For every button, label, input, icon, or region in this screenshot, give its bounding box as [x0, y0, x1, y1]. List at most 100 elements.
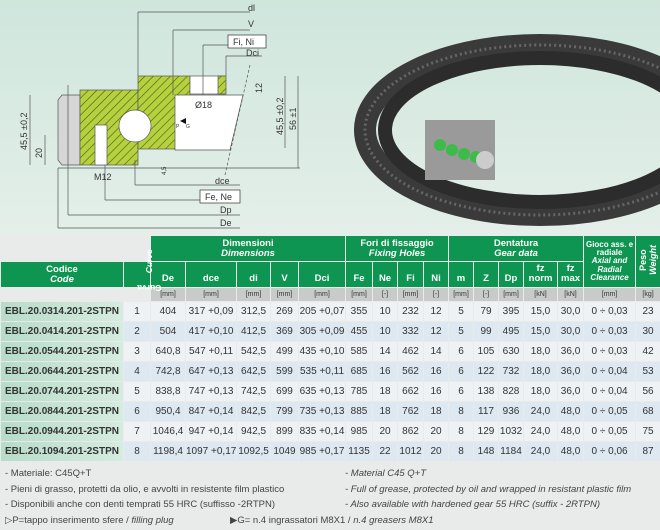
note-en: - Full of grease, protected by oil and w… [345, 483, 632, 495]
column-header: m [449, 262, 474, 287]
unit-cell: [mm] [186, 288, 236, 301]
value-cell: 404 [151, 302, 185, 321]
note-it: - Materiale: C45Q+T [5, 468, 92, 479]
column-header: V [271, 262, 298, 287]
value-cell: 20 [424, 442, 449, 461]
value-cell: 1032 [499, 422, 524, 441]
column-header: Ne [373, 262, 398, 287]
value-cell: 0 ÷ 0,06 [584, 442, 636, 461]
value-cell: 642,5 [237, 362, 270, 381]
value-cell: 504 [151, 322, 185, 341]
unit-cell: [kg] [636, 288, 660, 301]
unit-cell: [kN] [558, 288, 584, 301]
column-header: Z [474, 262, 499, 287]
value-cell: 18 [424, 402, 449, 421]
value-cell: 950,4 [151, 402, 185, 421]
value-cell: 455 [346, 322, 373, 341]
column-header: Fi [398, 262, 424, 287]
column-header: fz max [558, 262, 584, 287]
value-cell: 985 +0,17 [299, 442, 346, 461]
value-cell: 435 +0,10 [299, 342, 346, 361]
slewing-ring-photo [354, 34, 660, 226]
column-header: Dci [299, 262, 346, 287]
value-cell: 129 [474, 422, 499, 441]
weight-label-en: Weight [648, 245, 659, 275]
value-cell: 16 [424, 362, 449, 381]
unit-cell: [-] [424, 288, 449, 301]
value-cell: 535 +0,11 [299, 362, 346, 381]
column-header: Dp [499, 262, 524, 287]
unit-cell: [mm] [151, 288, 185, 301]
value-cell: 985 [346, 422, 373, 441]
value-cell: 785 [346, 382, 373, 401]
value-cell: 14 [373, 342, 398, 361]
value-cell: 138 [474, 382, 499, 401]
value-cell: 18,0 [524, 382, 558, 401]
value-cell: 30,0 [558, 302, 584, 321]
value-cell: 1 [124, 302, 150, 321]
label-fe-ne: Fe, Ne [205, 192, 232, 202]
label-dl: dl [248, 3, 255, 13]
value-cell: 205 +0,07 [299, 302, 346, 321]
value-cell: 417 +0,10 [186, 322, 236, 341]
value-cell: 635 +0,13 [299, 382, 346, 401]
value-cell: 15,0 [524, 302, 558, 321]
greaser-triangle-icon: ▶ [230, 514, 238, 526]
value-cell: 936 [499, 402, 524, 421]
unit-cell: [mm] [449, 288, 474, 301]
label-fi-ni: Fi, Ni [233, 37, 254, 47]
code-cell: EBL.20.0644.201-2STPN [1, 362, 123, 381]
unit-cell: [mm] [237, 288, 270, 301]
label-455-left: 45,5 ±0,2 [19, 113, 29, 150]
note-it: - Pieni di grasso, protetti da olio, e a… [5, 483, 285, 495]
value-cell: 305 +0,09 [299, 322, 346, 341]
unit-cell: [mm] [584, 288, 636, 301]
value-cell: 1012 [398, 442, 424, 461]
value-cell: 499 [271, 342, 298, 361]
value-cell: 1046,4 [151, 422, 185, 441]
label-dp: Dp [220, 205, 232, 215]
value-cell: 14 [424, 342, 449, 361]
value-cell: 630 [499, 342, 524, 361]
column-header: De [151, 262, 185, 287]
value-cell: 1198,4 [151, 442, 185, 461]
value-cell: 662 [398, 382, 424, 401]
grease-arrow-icon [180, 118, 186, 124]
value-cell: 699 [271, 382, 298, 401]
code-cell: EBL.20.1094.201-2STPN [1, 442, 123, 461]
value-cell: 87 [636, 442, 660, 461]
value-cell: 269 [271, 302, 298, 321]
label-d18: Ø18 [195, 100, 212, 110]
header-curve: Curva Curve [124, 249, 161, 293]
value-cell: 117 [474, 402, 499, 421]
value-cell: 6 [449, 382, 474, 401]
value-cell: 842,5 [237, 402, 270, 421]
value-cell: 369 [271, 322, 298, 341]
value-cell: 24,0 [524, 442, 558, 461]
value-cell: 899 [271, 422, 298, 441]
value-cell: 75 [636, 422, 660, 441]
unit-cell: [mm] [346, 288, 373, 301]
code-cell: EBL.20.0414.201-2STPN [1, 322, 123, 341]
value-cell: 12 [424, 322, 449, 341]
value-cell: 18,0 [524, 362, 558, 381]
value-cell: 122 [474, 362, 499, 381]
label-455-right: 45,5 ±0,2 [275, 98, 285, 135]
value-cell: 562 [398, 362, 424, 381]
value-cell: 105 [474, 342, 499, 361]
value-cell: 747 +0,13 [186, 382, 236, 401]
value-cell: 148 [474, 442, 499, 461]
code-cell: EBL.20.0314.201-2STPN [1, 302, 123, 321]
value-cell: 547 +0,11 [186, 342, 236, 361]
value-cell: 36,0 [558, 382, 584, 401]
value-cell: 0 ÷ 0,03 [584, 342, 636, 361]
value-cell: 3 [124, 342, 150, 361]
value-cell: 4 [124, 362, 150, 381]
